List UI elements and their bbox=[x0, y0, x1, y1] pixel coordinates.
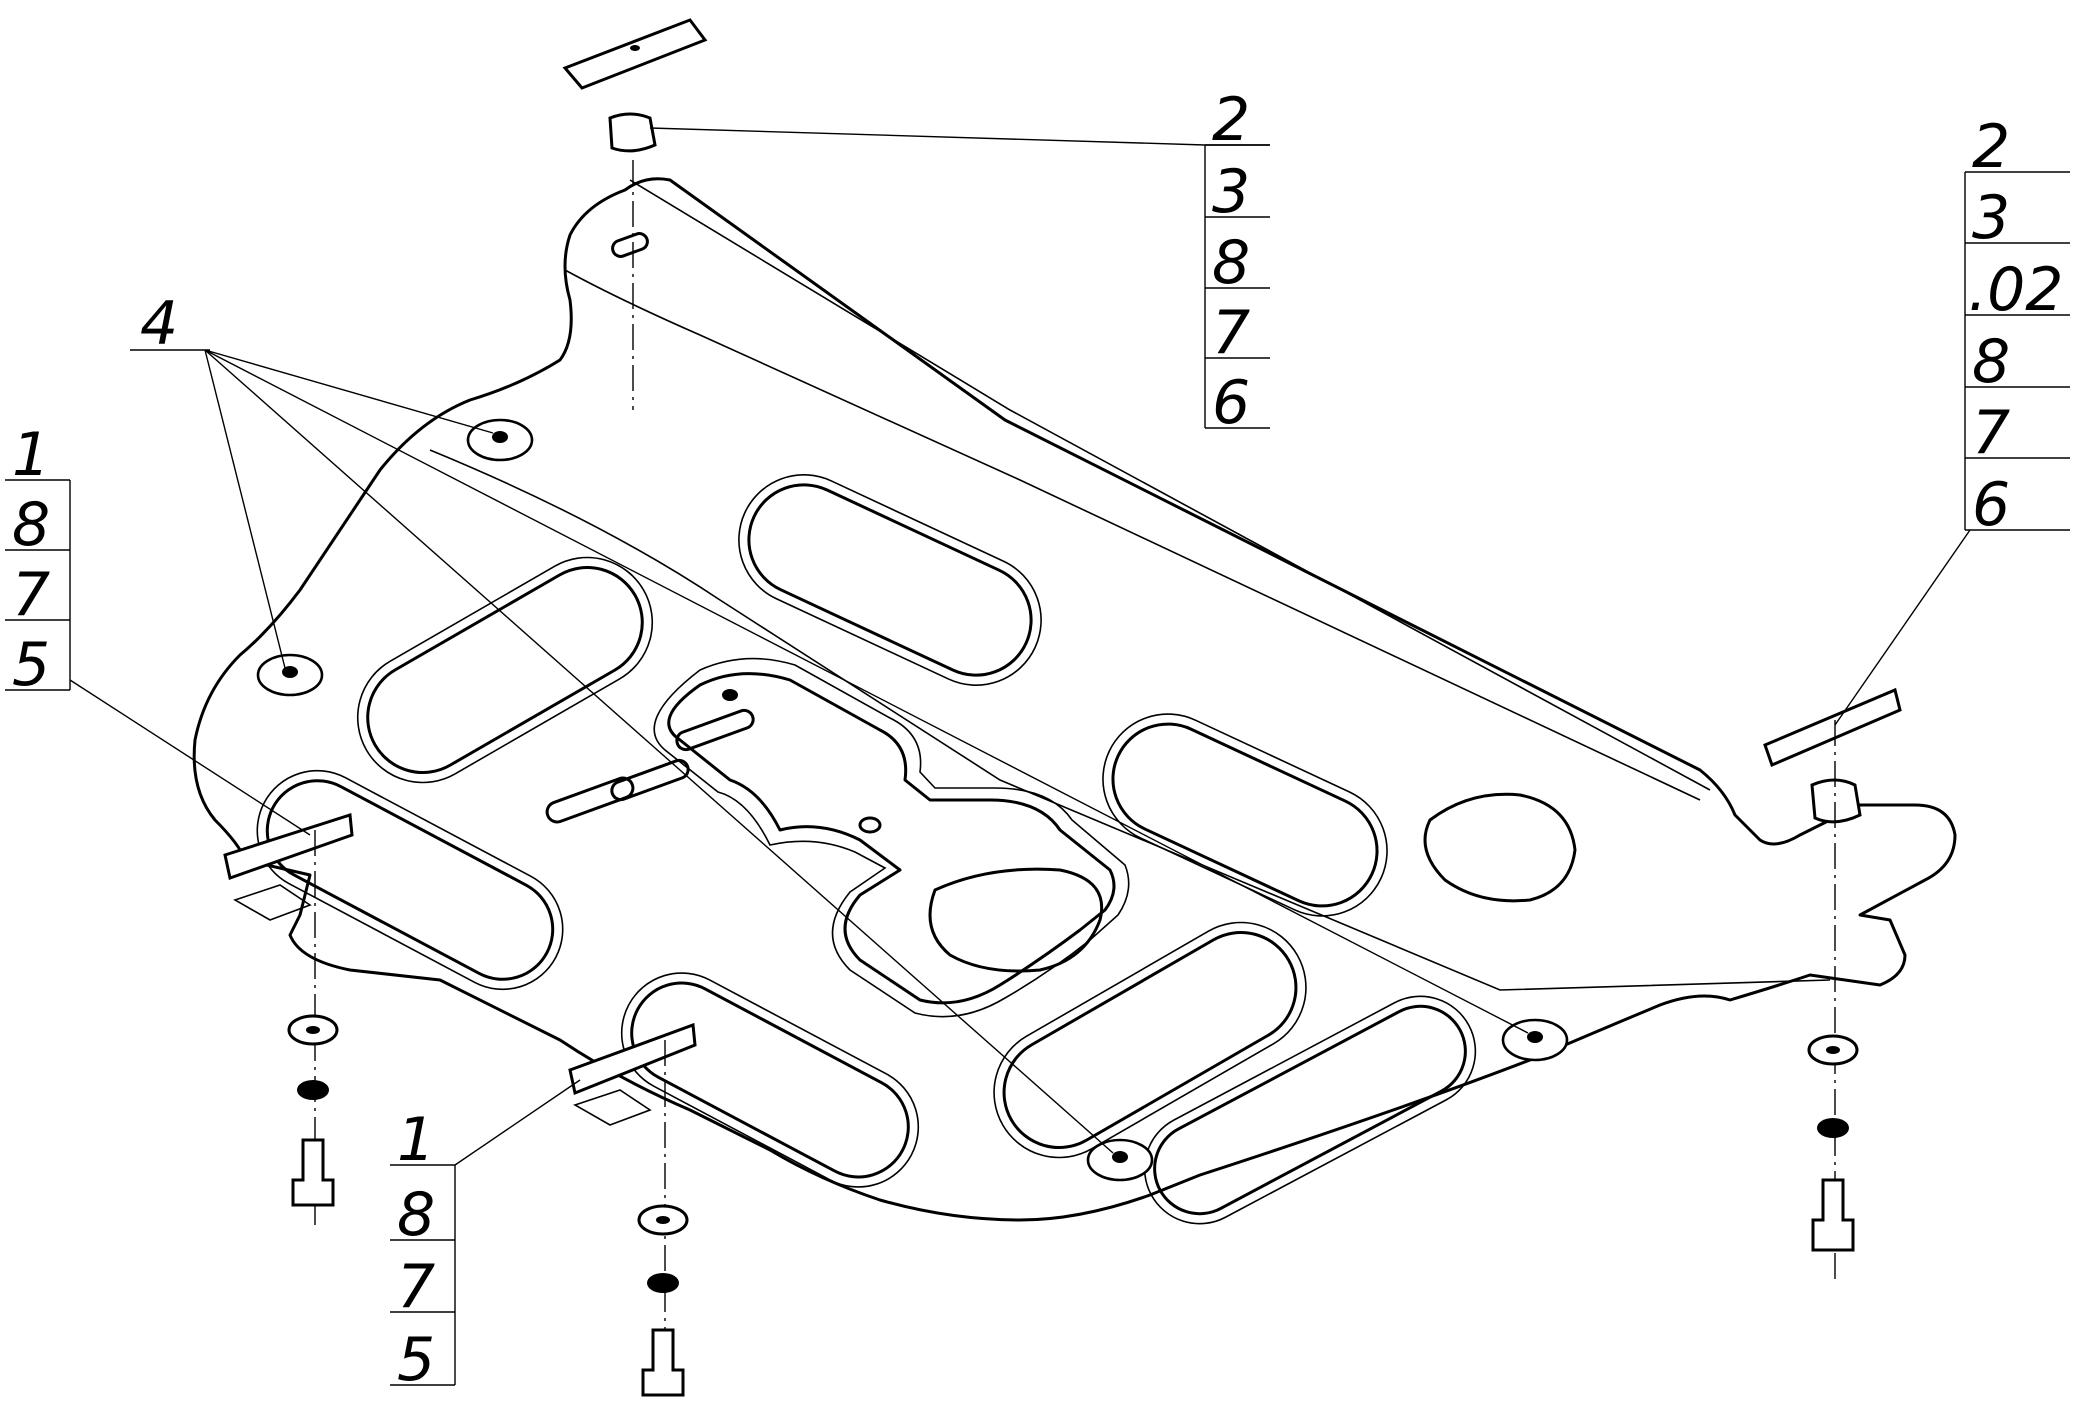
label-4: 4 bbox=[140, 289, 178, 359]
fastener-top-center bbox=[562, 18, 708, 410]
spring-washer-right bbox=[1817, 1118, 1849, 1138]
label-8: 8 bbox=[397, 1180, 435, 1250]
label-1: 1 bbox=[397, 1105, 435, 1175]
label-02: .02 bbox=[1968, 255, 2063, 325]
label-2: 2 bbox=[1212, 85, 1250, 155]
rib-5 bbox=[630, 981, 910, 1179]
large-cutout bbox=[928, 867, 1104, 973]
cutouts bbox=[545, 232, 1577, 973]
label-6: 6 bbox=[1212, 368, 1250, 438]
skid-plate bbox=[192, 177, 1957, 1222]
label-8: 8 bbox=[1212, 228, 1250, 298]
label-3: 3 bbox=[1212, 157, 1250, 227]
label-8: 8 bbox=[12, 490, 50, 560]
rib-7 bbox=[1153, 1004, 1467, 1216]
spacer-top bbox=[608, 112, 657, 153]
fastener-right bbox=[1763, 687, 1902, 1280]
label-7: 7 bbox=[12, 560, 50, 630]
fastener-bottom-center bbox=[568, 1022, 697, 1400]
label-5: 5 bbox=[397, 1325, 435, 1395]
rib-1 bbox=[747, 483, 1033, 677]
plate-outline bbox=[192, 177, 1957, 1222]
callout-top-right: 2 3 .02 8 7 6 bbox=[1964, 112, 2070, 540]
fastener-left bbox=[223, 813, 354, 1230]
bolt-left bbox=[291, 1138, 335, 1207]
pad-2 bbox=[256, 653, 324, 697]
round-cutout bbox=[1423, 792, 1577, 903]
label-6: 6 bbox=[1972, 470, 2010, 540]
rib-2 bbox=[1111, 722, 1379, 908]
leader-lines bbox=[69, 127, 1971, 1166]
callout-bottom-center: 1 8 7 5 bbox=[390, 1105, 456, 1395]
label-2: 2 bbox=[1972, 112, 2010, 182]
bolt-right bbox=[1811, 1178, 1855, 1252]
label-1: 1 bbox=[12, 420, 50, 490]
flange-bend-line bbox=[564, 269, 1701, 801]
bolt-bottom bbox=[641, 1328, 685, 1397]
callout-4: 4 bbox=[130, 289, 210, 359]
center-stamp bbox=[667, 672, 1116, 1005]
plate-nut-left bbox=[223, 813, 354, 880]
spring-washer-left bbox=[297, 1080, 329, 1100]
rib-6 bbox=[1002, 931, 1298, 1149]
mounting-pads bbox=[256, 418, 1569, 1182]
label-7: 7 bbox=[1972, 398, 2010, 468]
callout-top-center: 2 3 8 7 6 bbox=[1204, 85, 1270, 438]
spacer-right bbox=[1810, 778, 1862, 824]
label-7: 7 bbox=[397, 1252, 435, 1322]
pad-3 bbox=[1086, 1138, 1154, 1182]
pad-1 bbox=[466, 418, 534, 462]
spring-washer-bottom bbox=[647, 1273, 679, 1293]
label-7: 7 bbox=[1212, 298, 1250, 368]
label-5: 5 bbox=[12, 630, 50, 700]
plate-nut-right bbox=[1763, 687, 1902, 768]
label-3: 3 bbox=[1972, 183, 2010, 253]
label-8: 8 bbox=[1972, 327, 2010, 397]
rib-3 bbox=[366, 566, 644, 774]
front-edge-line bbox=[429, 449, 1831, 991]
rib-4 bbox=[265, 779, 555, 981]
pad-4 bbox=[1501, 1018, 1569, 1062]
stiffening-ribs bbox=[256, 474, 1477, 1225]
callout-left: 1 8 7 5 bbox=[5, 420, 71, 700]
flange-bend-line-2 bbox=[629, 179, 1711, 791]
plate-nut-top bbox=[562, 18, 708, 90]
